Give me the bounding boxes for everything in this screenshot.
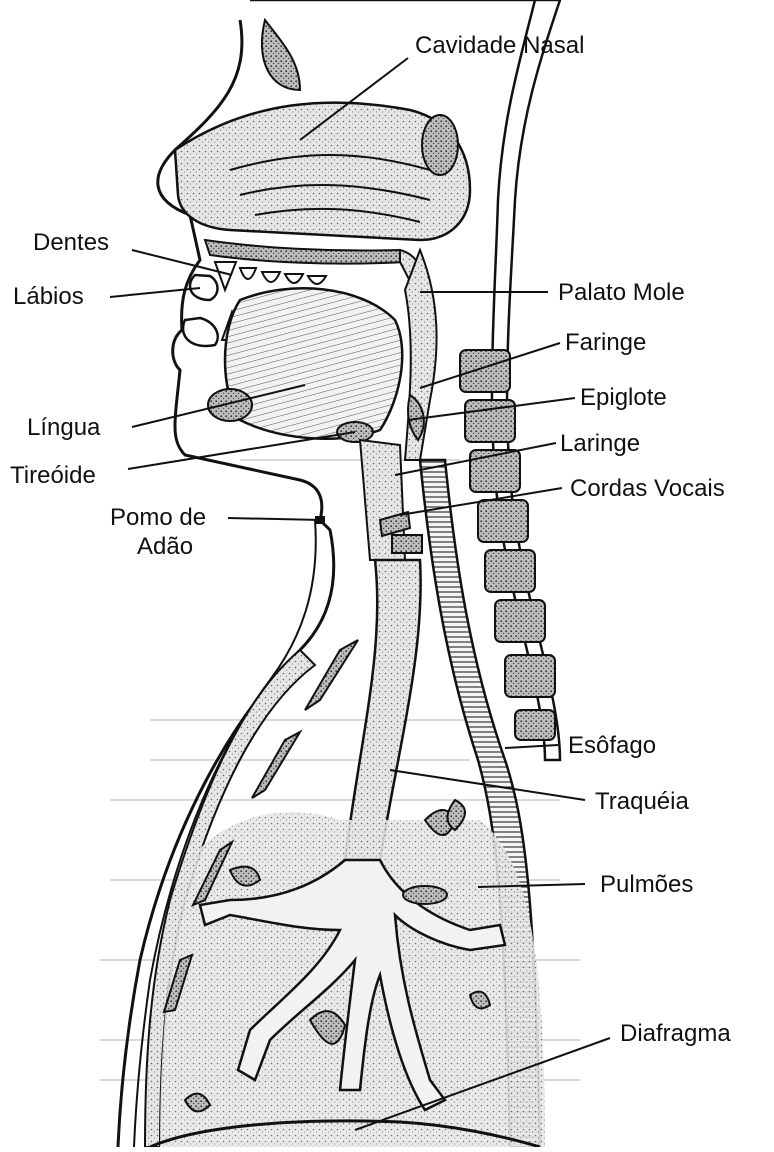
label-esofago: Esôfago [568, 733, 656, 759]
leader-labios [110, 288, 200, 297]
label-faringe: Faringe [565, 330, 646, 356]
tongue [225, 288, 402, 438]
label-adao: Adão [137, 534, 193, 560]
upper-lip [190, 275, 218, 300]
label-cordas-vocais: Cordas Vocais [570, 476, 725, 502]
label-laringe: Laringe [560, 431, 640, 457]
lower-lip [183, 318, 218, 346]
leader-pomo-de-adao [228, 518, 322, 520]
label-tireoide: Tireóide [10, 463, 96, 489]
leader-tireoide [128, 432, 355, 469]
sphenoid-sinus [422, 115, 458, 175]
label-lingua: Língua [27, 415, 100, 441]
label-pomo-de: Pomo de [110, 505, 206, 531]
label-labios: Lábios [13, 284, 84, 310]
label-traqueia: Traquéia [595, 789, 689, 815]
label-epiglote: Epiglote [580, 385, 667, 411]
hyoid-bone [208, 389, 252, 421]
hard-palate [205, 240, 405, 264]
adams-apple-marker [315, 516, 325, 524]
trachea [345, 560, 421, 860]
leader-esofago [505, 745, 558, 748]
frontal-sinus [262, 20, 300, 90]
label-diafragma: Diafragma [620, 1021, 731, 1047]
label-pulmoes: Pulmões [600, 872, 693, 898]
cricoid-cartilage [392, 535, 422, 553]
label-dentes: Dentes [33, 230, 109, 256]
upper-teeth [215, 262, 326, 290]
label-palato-mole: Palato Mole [558, 280, 685, 306]
label-cavidade-nasal: Cavidade Nasal [415, 33, 584, 59]
